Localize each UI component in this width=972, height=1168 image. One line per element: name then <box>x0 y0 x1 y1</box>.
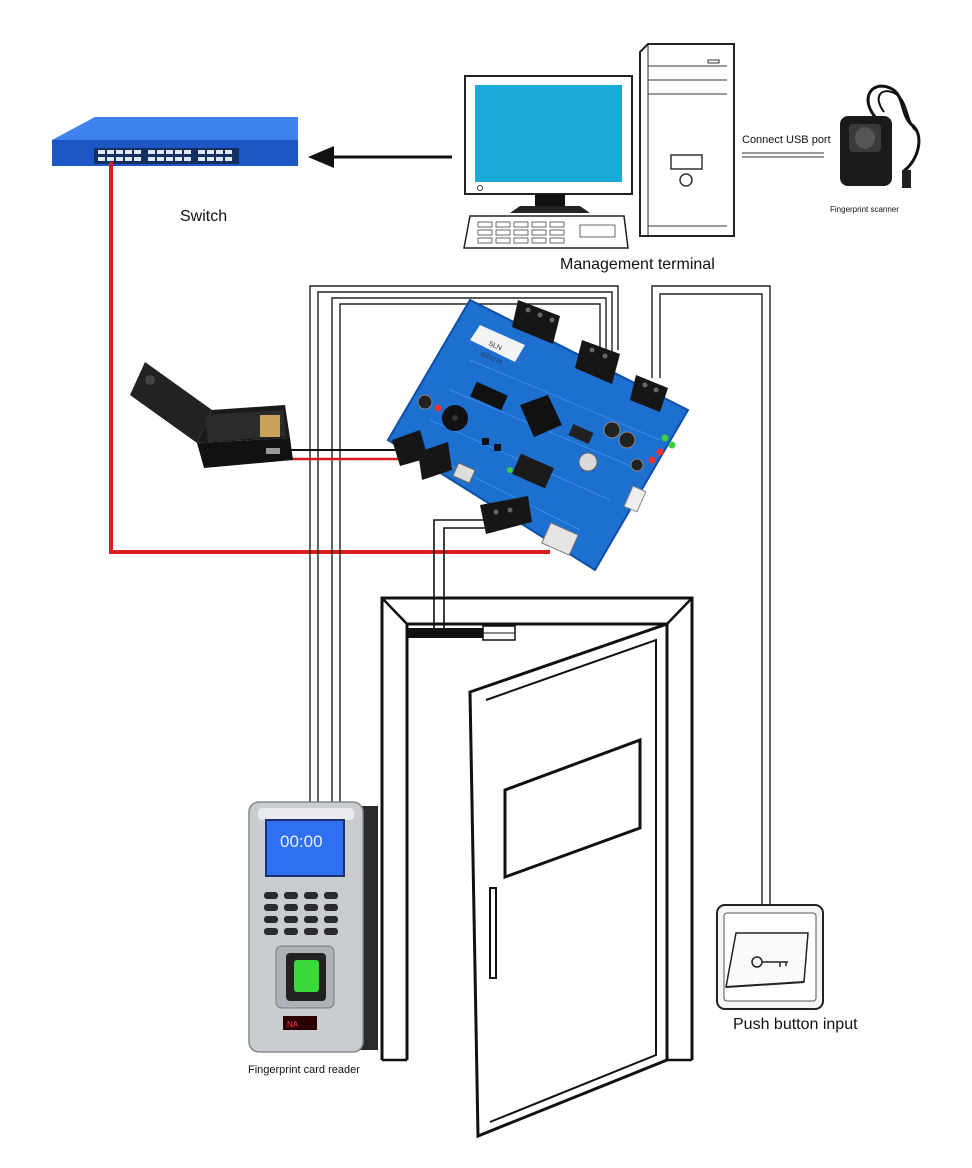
arrow-to-switch <box>308 146 452 168</box>
reader-led-text: NA <box>287 1020 299 1029</box>
switch-label: Switch <box>180 208 228 225</box>
management-terminal-label: Management terminal <box>560 256 715 273</box>
door <box>468 621 669 1139</box>
magnetic-lock <box>407 625 516 641</box>
computer-tower <box>639 43 735 237</box>
fingerprint-card-reader-label: Fingerprint card reader <box>248 1064 360 1076</box>
fingerprint-scanner <box>840 84 921 189</box>
fingerprint-card-reader: 00:00 NA <box>248 801 378 1053</box>
key-icon <box>751 956 788 968</box>
management-terminal <box>463 43 735 249</box>
monitor <box>464 75 633 213</box>
keyboard <box>463 215 629 249</box>
fingerprint-scanner-label: Fingerprint scanner <box>830 205 899 214</box>
connect-usb-label: Connect USB port <box>742 134 831 146</box>
push-button-cable <box>651 285 771 905</box>
power-supply-box <box>130 362 293 468</box>
controller-board: SLN 3101179 <box>386 298 690 572</box>
push-button-label: Push button input <box>733 1016 858 1033</box>
power-box-cable <box>280 449 400 461</box>
lock-cable <box>433 519 495 630</box>
usb-connection <box>742 152 824 158</box>
board-silk-label: SLN <box>487 340 502 352</box>
red-network-cable <box>109 162 550 554</box>
network-switch <box>52 117 298 166</box>
reader-clock: 00:00 <box>280 832 323 851</box>
push-button-switch <box>716 904 824 1010</box>
